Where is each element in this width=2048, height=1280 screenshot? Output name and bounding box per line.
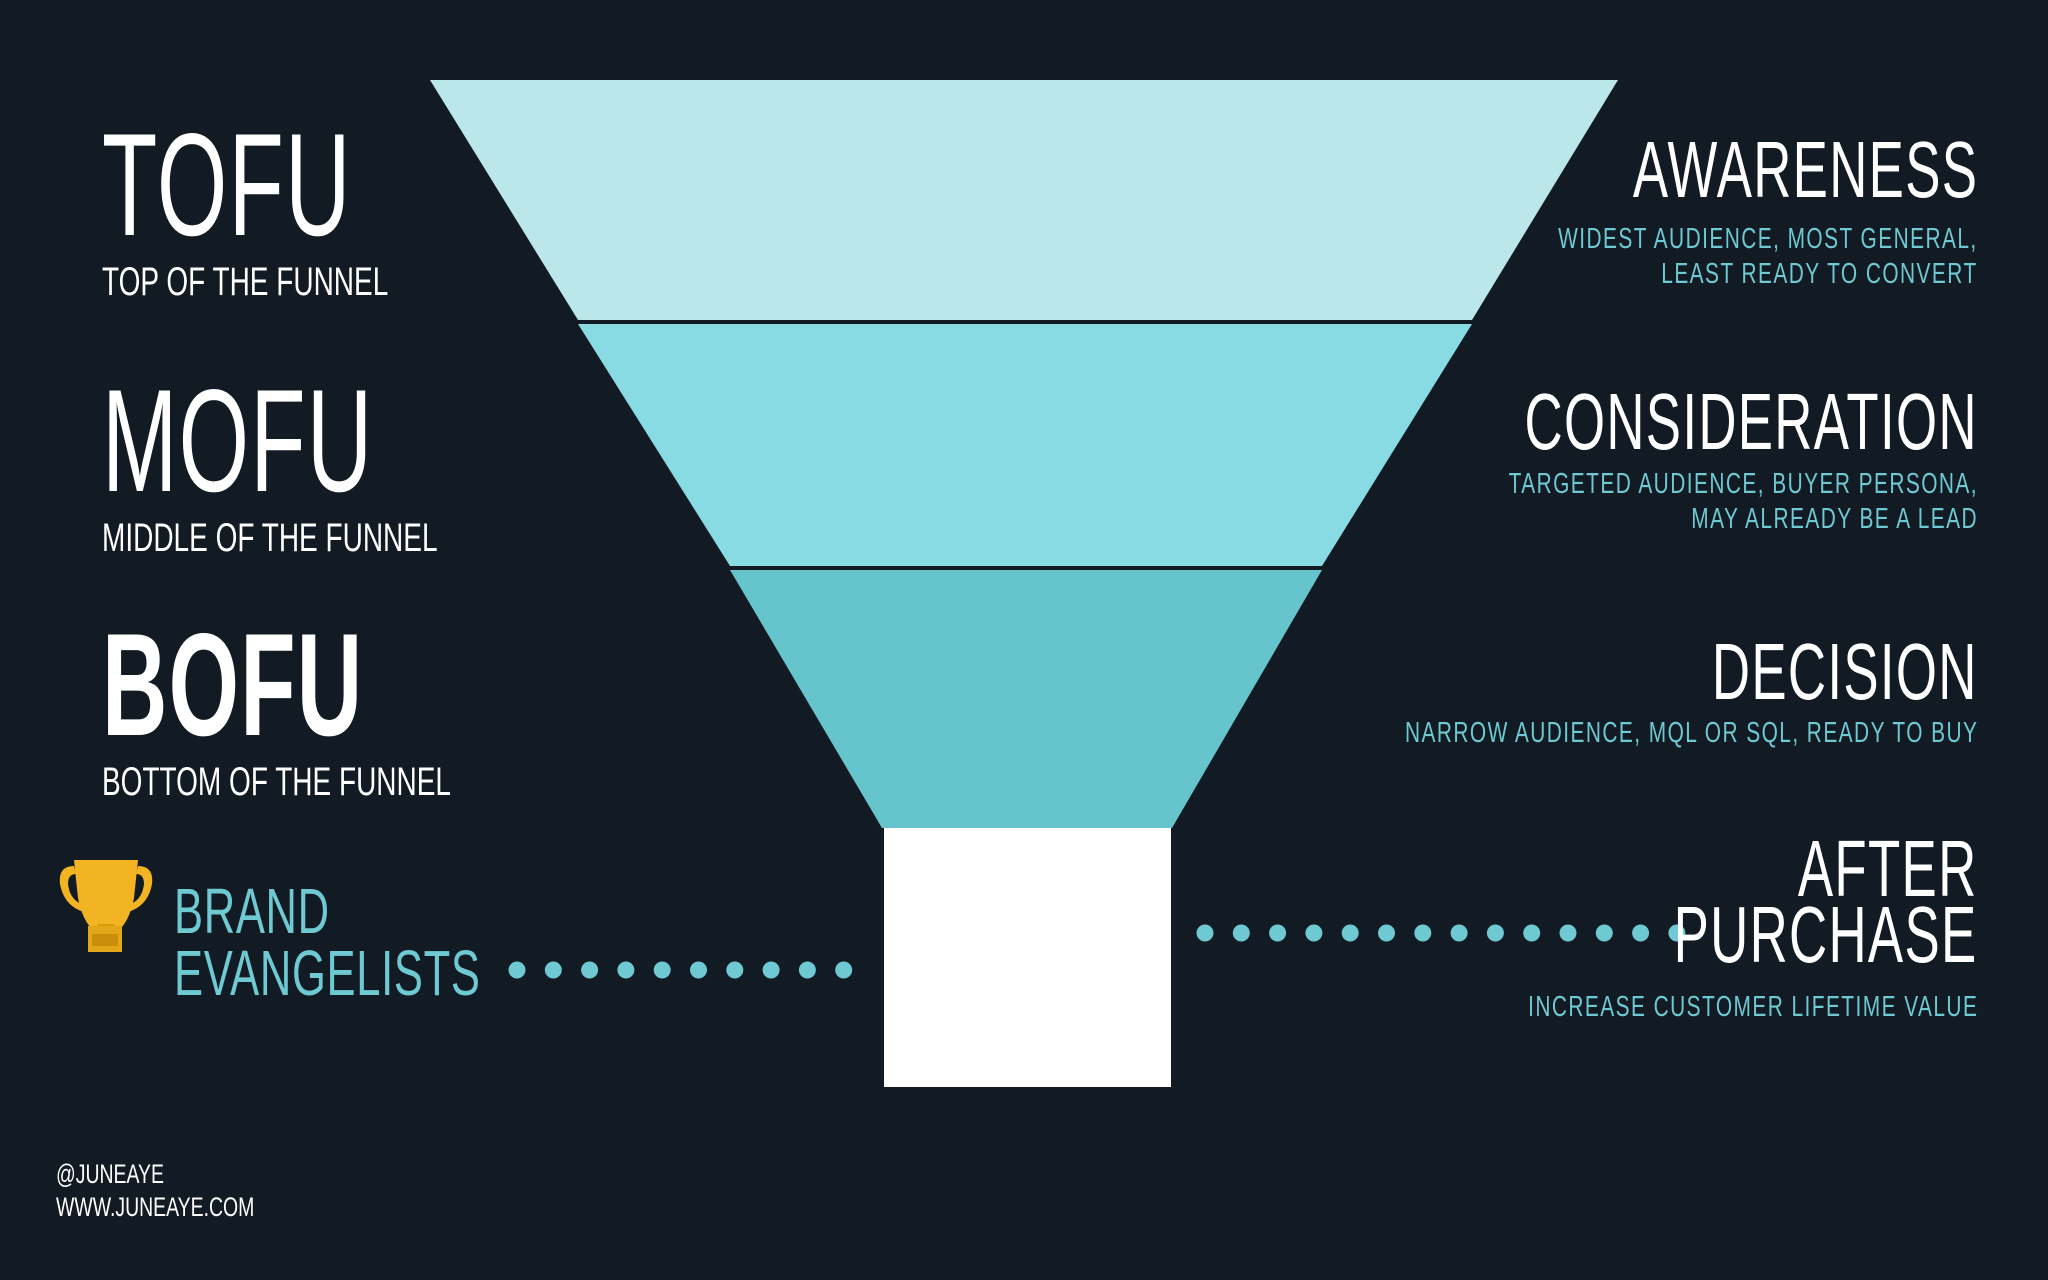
connector-dot: [690, 961, 707, 979]
funnel-mofu-segment: [578, 324, 1472, 566]
connector-dot: [508, 961, 526, 979]
funnel-tofu-segment: [430, 80, 1618, 320]
connector-dot: [726, 961, 744, 979]
connector-dot: [1232, 924, 1250, 942]
mofu-label: MOFU: [102, 359, 374, 522]
decision-description: NARROW AUDIENCE, MQL OR SQL, READY TO BU…: [1405, 716, 1978, 751]
brand-evangelists-line-2: EVANGELISTS: [174, 937, 481, 1009]
decision-title: DECISION: [1712, 627, 1978, 716]
footer-credit: @JUNEAYE WWW.JUNEAYE.COM: [56, 1158, 254, 1224]
connector-dot: [1632, 924, 1650, 942]
funnel-bofu-segment: [730, 570, 1322, 828]
connector-dot: [1668, 924, 1686, 942]
dotted-connector-left: [508, 961, 853, 979]
awareness-desc-line-2: LEAST READY TO CONVERT: [1661, 258, 1978, 290]
connector-dot: [1269, 924, 1287, 942]
footer-handle: @JUNEAYE: [56, 1159, 164, 1189]
connector-dot: [617, 961, 635, 979]
bofu-label: BOFU: [102, 603, 364, 766]
connector-dot: [1486, 924, 1504, 942]
connector-dot: [798, 961, 816, 979]
connector-dot: [1559, 924, 1577, 942]
awareness-desc-line-1: WIDEST AUDIENCE, MOST GENERAL,: [1558, 223, 1978, 255]
trophy-icon: [59, 860, 153, 952]
after-purchase-line-2: PURCHASE: [1674, 890, 1978, 979]
awareness-description: WIDEST AUDIENCE, MOST GENERAL, LEAST REA…: [1558, 222, 1978, 292]
connector-dot: [581, 961, 599, 979]
decision-desc-line-1: NARROW AUDIENCE, MQL OR SQL, READY TO BU…: [1404, 717, 1978, 749]
tofu-label: TOFU: [102, 103, 352, 266]
consideration-desc-line-2: MAY ALREADY BE A LEAD: [1691, 503, 1978, 535]
tofu-subtitle: TOP OF THE FUNNEL: [102, 260, 389, 304]
mofu-subtitle: MIDDLE OF THE FUNNEL: [102, 516, 438, 560]
after-purchase-title: AFTER PURCHASE: [1674, 824, 1978, 979]
connector-dot: [762, 961, 780, 979]
after-purchase-line-1: AFTER: [1798, 824, 1978, 913]
connector-dot: [1595, 924, 1613, 942]
connector-dot: [1341, 924, 1359, 942]
footer-website: WWW.JUNEAYE.COM: [56, 1192, 255, 1222]
brand-evangelists-line-1: BRAND: [174, 875, 330, 947]
awareness-title: AWARENESS: [1632, 125, 1978, 214]
consideration-description: TARGETED AUDIENCE, BUYER PERSONA, MAY AL…: [1509, 467, 1978, 537]
connector-dot: [1196, 924, 1214, 942]
connector-dot: [1523, 924, 1541, 942]
dotted-connector-right: [1196, 924, 1686, 942]
connector-dot: [1378, 924, 1395, 942]
connector-dot: [1414, 924, 1432, 942]
connector-dot: [835, 961, 853, 979]
consideration-desc-line-1: TARGETED AUDIENCE, BUYER PERSONA,: [1508, 468, 1978, 500]
brand-evangelists-label: BRAND EVANGELISTS: [174, 875, 481, 1009]
after-purchase-description: INCREASE CUSTOMER LIFETIME VALUE: [1527, 991, 1978, 1023]
bofu-subtitle: BOTTOM OF THE FUNNEL: [102, 760, 451, 804]
consideration-title: CONSIDERATION: [1524, 377, 1978, 466]
connector-dot: [1450, 924, 1468, 942]
connector-dot: [1305, 924, 1323, 942]
funnel-neck: [884, 828, 1171, 1087]
connector-dot: [653, 961, 671, 979]
connector-dot: [544, 961, 562, 979]
